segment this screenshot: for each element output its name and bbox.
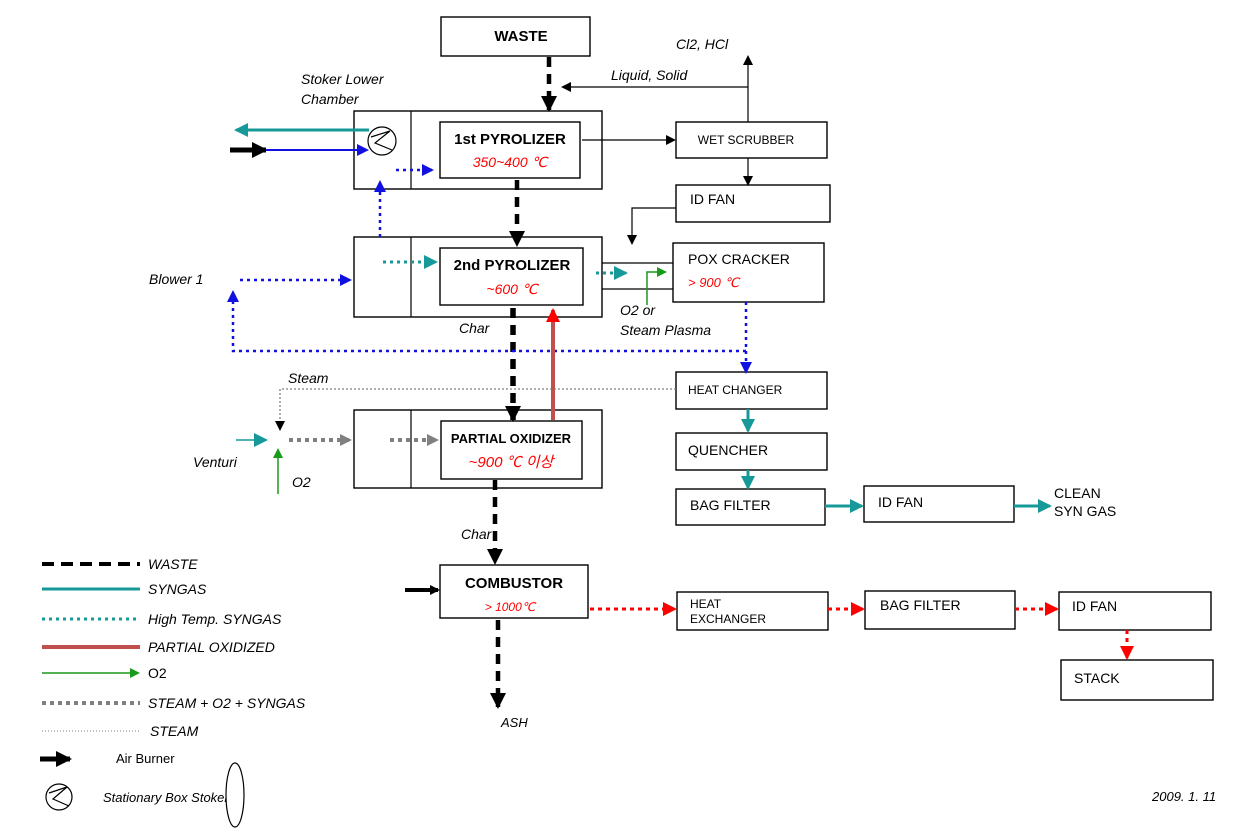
cl2-hcl-label: Cl2, HCl — [676, 36, 729, 52]
id-fan-2-label: ID FAN — [878, 494, 923, 510]
liquid-solid-label: Liquid, Solid — [611, 67, 688, 83]
legend-item-o2: O2 — [148, 665, 167, 681]
legend-item-stoker: Stationary Box Stoker — [103, 790, 229, 805]
char-label-1: Char — [459, 320, 491, 336]
legend-item-partial: PARTIAL OXIDIZED — [148, 639, 275, 655]
pyrolizer-1-box: 1st PYROLIZER 350~400 ℃ — [439, 121, 581, 179]
bag-filter-1-label: BAG FILTER — [690, 497, 771, 513]
o2-or-label: O2 or — [620, 302, 656, 318]
id-fan-3-label: ID FAN — [1072, 598, 1117, 614]
waste-box: WASTE — [440, 16, 591, 57]
legend-item-steam-mix: STEAM + O2 + SYNGAS — [148, 695, 306, 711]
venturi-lines — [236, 433, 439, 494]
stoker-label-1: Stoker Lower — [301, 71, 385, 87]
legend-item-high-temp: High Temp. SYNGAS — [148, 611, 282, 627]
legend-item-syngas: SYNGAS — [148, 581, 207, 597]
stoker-air-lines — [230, 123, 434, 237]
heat-changer-box: HEAT CHANGER — [675, 371, 828, 410]
legend-item-steam: STEAM — [150, 723, 199, 739]
wet-scrubber-box: WET SCRUBBER — [675, 121, 828, 159]
partial-oxidizer-title: PARTIAL OXIDIZER — [451, 431, 572, 446]
legend-item-waste: WASTE — [148, 556, 198, 572]
steam-line — [275, 388, 676, 431]
char-label-2: Char — [461, 526, 493, 542]
o2-label: O2 — [292, 474, 311, 490]
pox-cracker-title: POX CRACKER — [688, 251, 790, 267]
bag-filter-2-label: BAG FILTER — [880, 597, 961, 613]
clean-syngas-label-2: SYN GAS — [1054, 503, 1116, 519]
id-fan-1-label: ID FAN — [690, 191, 735, 207]
legend-item-burner: Air Burner — [116, 751, 175, 766]
stoker-icon — [45, 783, 73, 811]
syngas-to-cracker — [596, 262, 673, 305]
bag-filter-1-box: BAG FILTER — [675, 488, 826, 526]
ellipse-overlay — [225, 762, 245, 828]
pyrolizer-1-temp: 350~400 ℃ — [473, 154, 550, 170]
ash-label: ASH — [500, 715, 528, 730]
combustor-title: COMBUSTOR — [465, 575, 563, 592]
heat-exchanger-label-2: EXCHANGER — [690, 612, 766, 626]
quencher-box: QUENCHER — [675, 432, 828, 471]
stoker-coil-icon — [367, 126, 397, 156]
heat-changer-label: HEAT CHANGER — [688, 383, 783, 397]
id-fan-1-box: ID FAN — [675, 184, 831, 223]
syngas-treatment-arrows — [741, 409, 1052, 513]
steam-label: Steam — [288, 370, 329, 386]
partial-oxidizer-box: PARTIAL OXIDIZER ~900 ℃ 이상 — [440, 420, 583, 480]
pyrolizer-2-temp: ~600 ℃ — [486, 281, 539, 297]
blower-label: Blower 1 — [149, 271, 203, 287]
legend: WASTE SYNGAS High Temp. SYNGAS PARTIAL O… — [40, 556, 306, 828]
quencher-label: QUENCHER — [688, 442, 768, 458]
pyrolizer-2-box: 2nd PYROLIZER ~600 ℃ — [439, 247, 584, 306]
pox-cracker-box: POX CRACKER > 900 ℃ — [672, 242, 825, 303]
id-fan-2-box: ID FAN — [863, 485, 1015, 523]
waste-flow-lines — [487, 57, 557, 709]
steam-plasma-label: Steam Plasma — [620, 322, 711, 338]
stack-box: STACK — [1060, 659, 1214, 701]
scrubber-outlet-lines — [561, 55, 753, 245]
stack-label: STACK — [1074, 670, 1120, 686]
flue-gas-arrows — [590, 602, 1134, 660]
partial-oxidizer-temp: ~900 ℃ 이상 — [469, 454, 556, 471]
blower-recycle-line — [227, 274, 752, 374]
clean-syngas-label-1: CLEAN — [1054, 485, 1101, 501]
pyrolizer-2-title: 2nd PYROLIZER — [454, 257, 571, 274]
combustor-box: COMBUSTOR > 1000℃ — [439, 564, 589, 619]
stoker-label-2: Chamber — [301, 91, 360, 107]
date-label: 2009. 1. 11 — [1151, 789, 1216, 804]
heat-exchanger-label-1: HEAT — [690, 597, 722, 611]
combustor-temp: > 1000℃ — [485, 600, 537, 614]
bag-filter-2-box: BAG FILTER — [864, 590, 1016, 630]
pox-cracker-temp: > 900 ℃ — [688, 275, 741, 290]
waste-box-label: WASTE — [494, 28, 547, 45]
venturi-label: Venturi — [193, 454, 238, 470]
heat-exchanger-box: HEAT EXCHANGER — [676, 591, 829, 631]
id-fan-3-box: ID FAN — [1058, 591, 1212, 631]
wet-scrubber-label: WET SCRUBBER — [698, 133, 795, 147]
pyrolizer-1-title: 1st PYROLIZER — [454, 131, 566, 148]
